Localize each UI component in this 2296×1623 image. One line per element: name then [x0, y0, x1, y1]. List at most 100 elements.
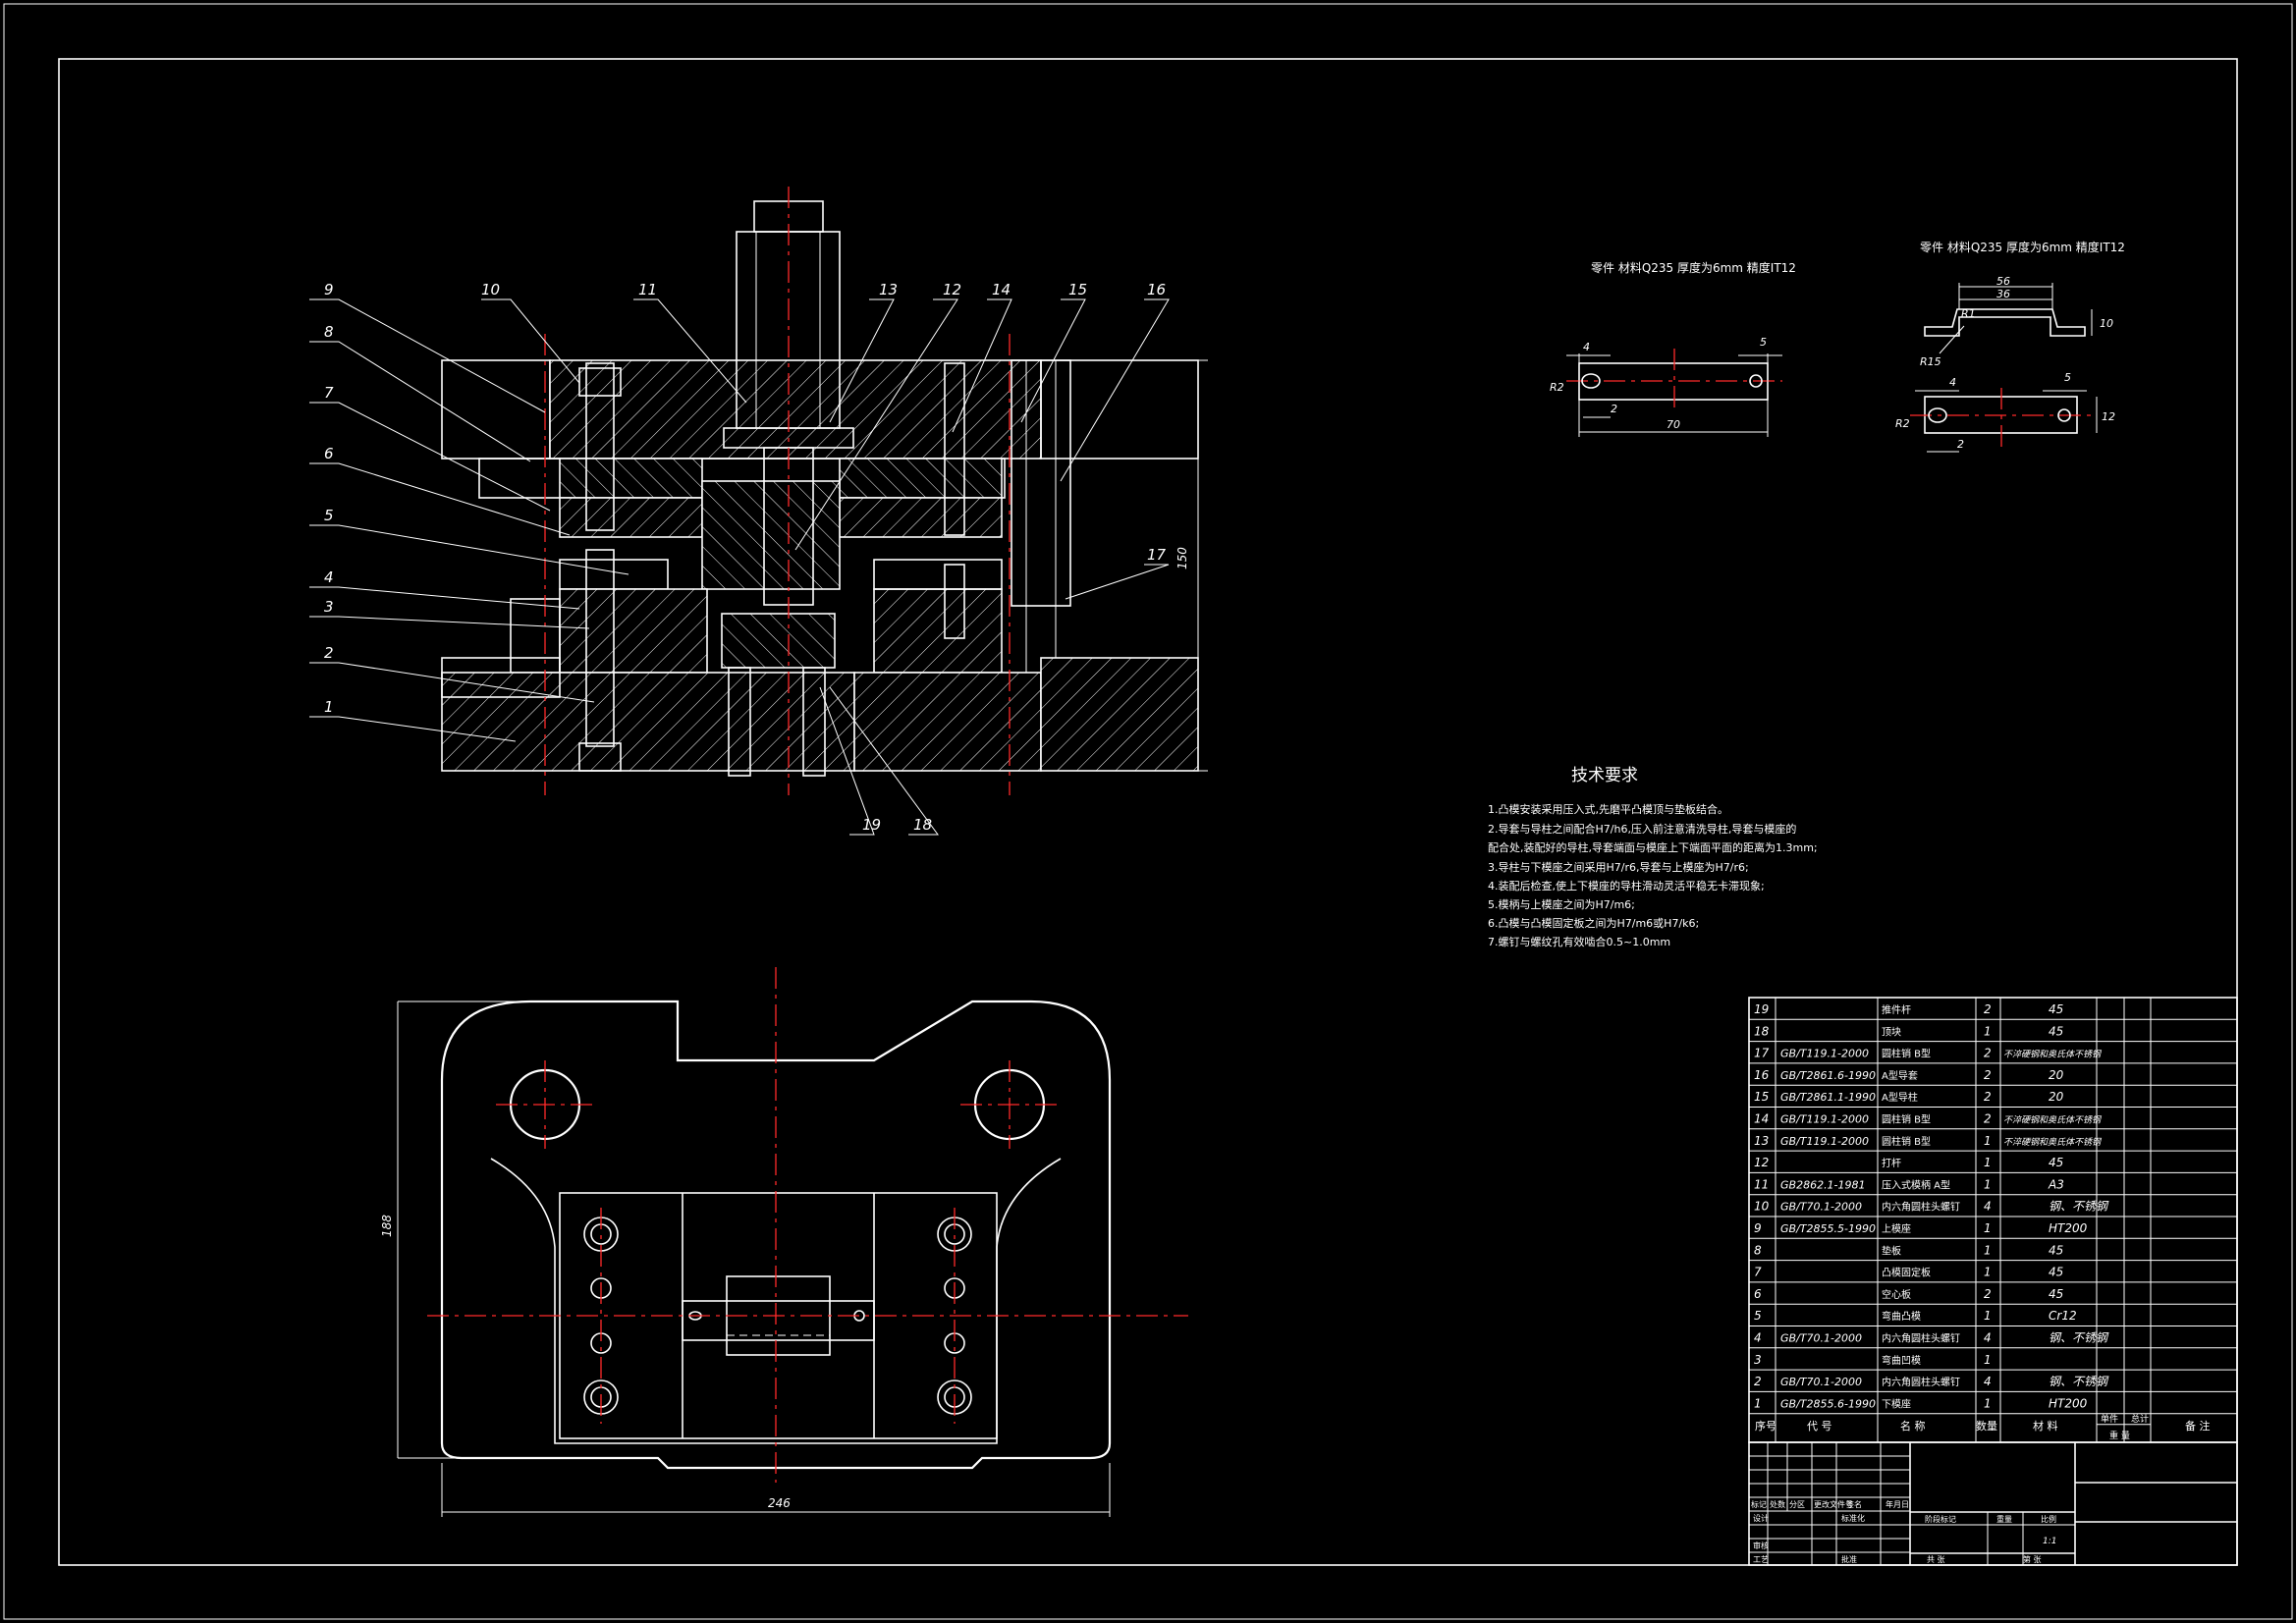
- bom-h-w1: 单件: [2101, 1413, 2118, 1425]
- bom-cell-qty: 1: [1984, 1396, 1992, 1410]
- bom-cell-mat: 20: [2049, 1068, 2064, 1082]
- bom-cell-qty: 1: [1984, 1156, 1992, 1169]
- bom-cell-mat: HT200: [2049, 1396, 2088, 1410]
- screw-head-ul: [578, 367, 622, 397]
- bom-h-mat: 材 料: [2033, 1419, 2058, 1433]
- bom-cell-code: GB/T2855.6-1990: [1780, 1397, 1876, 1410]
- part1-dim-4: 4: [1583, 341, 1590, 353]
- part1-caption: 零件 材料Q235 厚度为6mm 精度IT12: [1591, 260, 1796, 275]
- bom-cell-code: GB2862.1-1981: [1780, 1178, 1866, 1191]
- bom-cell-mat: HT200: [2049, 1221, 2088, 1235]
- balloon-13: 13: [879, 281, 898, 298]
- tb-doc: 更改文件号: [1814, 1499, 1853, 1509]
- bom-cell-name: 凸模固定板: [1882, 1267, 1931, 1279]
- tech-item-7: 6.凸模与凸模固定板之间为H7/m6或H7/k6;: [1488, 916, 1699, 930]
- bom-cell-name: A型导柱: [1882, 1091, 1918, 1104]
- tech-item-8: 7.螺钉与螺纹孔有效啮合0.5~1.0mm: [1488, 935, 1670, 948]
- die-right: [873, 588, 1003, 674]
- guide-bush: [1011, 359, 1071, 607]
- bom-cell-qty: 1: [1984, 1243, 1992, 1257]
- balloon-14: 14: [992, 281, 1011, 298]
- bom-h-code: 代 号: [1807, 1420, 1832, 1433]
- bom-cell-mat: 钢、不锈钢: [2049, 1331, 2109, 1345]
- tb-designer: 设计: [1753, 1513, 1769, 1523]
- pin-right-upper: [944, 362, 965, 536]
- part1-view: 零件 材料Q235 厚度为6mm 精度IT12 4 5 R2 2 70: [1550, 260, 1796, 437]
- bom-cell-code: GB/T2861.1-1990: [1780, 1091, 1876, 1104]
- balloon-18: 18: [913, 816, 932, 834]
- plan-outline: [440, 1000, 1112, 1470]
- tb-check: 审核: [1753, 1541, 1769, 1550]
- bom-cell-qty: 1: [1984, 1024, 1992, 1038]
- bom-cell-name: 弯曲凸模: [1882, 1310, 1921, 1323]
- bom-cell-name: 压入式模柄 A型: [1882, 1178, 1950, 1191]
- backing-plate-hatch-r: [839, 458, 1003, 499]
- bom-cell-mat: 20: [2049, 1090, 2064, 1104]
- bom-cell-mat: 45: [2049, 1024, 2063, 1038]
- tb-weight: 重量: [1996, 1514, 2012, 1524]
- bom-cell-name: 内六角圆柱头螺钉: [1882, 1201, 1960, 1214]
- bom-cell-no: 7: [1754, 1266, 1762, 1279]
- bom-cell-name: A型导套: [1882, 1069, 1918, 1082]
- tb-date: 年月日: [1886, 1499, 1909, 1509]
- part1-dim-70: 70: [1667, 418, 1680, 431]
- bom-cell-name: 推件杆: [1882, 1003, 1911, 1016]
- part1-dim-r2: R2: [1550, 381, 1564, 394]
- tb-std: 标准化: [1841, 1513, 1865, 1523]
- bom-cell-name: 上模座: [1882, 1222, 1911, 1235]
- part2-dim-12: 12: [2102, 410, 2115, 423]
- bom-cell-qty: 1: [1984, 1221, 1992, 1235]
- tb-sheet: 第 张: [2023, 1554, 2042, 1564]
- screw-upper-left: [585, 362, 615, 531]
- bom-cell-no: 11: [1754, 1177, 1769, 1191]
- bom-cell-no: 8: [1754, 1243, 1762, 1257]
- outer-border: [3, 3, 2293, 1620]
- bom-cell-no: 19: [1754, 1002, 1769, 1016]
- bom-cell-qty: 2: [1984, 1090, 1992, 1104]
- bom-cell-no: 18: [1754, 1024, 1770, 1038]
- balloon-16: 16: [1147, 281, 1166, 298]
- bom-cell-name: 弯曲凹模: [1882, 1354, 1921, 1367]
- bom-cell-mat: 不淬硬钢和奥氏体不锈钢: [2003, 1115, 2103, 1126]
- balloon-19: 19: [862, 816, 881, 834]
- punch-outline: [682, 1300, 875, 1341]
- part2-caption: 零件 材料Q235 厚度为6mm 精度IT12: [1920, 240, 2125, 254]
- bom-cell-name: 顶块: [1882, 1026, 1901, 1038]
- technical-requirements: 技术要求 1.凸模安装采用压入式,先磨平凸模顶与垫板结合。 2.导套与导柱之间配…: [1488, 766, 1818, 948]
- bom-h-w2: 总计: [2131, 1413, 2149, 1425]
- bom-cell-no: 3: [1754, 1353, 1762, 1367]
- ejector-pin-right: [802, 667, 826, 777]
- bom-cell-mat: 45: [2049, 1156, 2063, 1169]
- part2-dim-4: 4: [1949, 376, 1956, 389]
- punch: [701, 480, 841, 590]
- part2-dim-36: 36: [1996, 288, 2010, 300]
- part2-dim-2: 2: [1957, 438, 1964, 451]
- bom-cell-mat: 不淬硬钢和奥氏体不锈钢: [2003, 1050, 2103, 1060]
- tb-zone: 分区: [1789, 1500, 1805, 1509]
- balloon-10: 10: [481, 281, 500, 298]
- balloon-12: 12: [943, 281, 961, 298]
- bom-cell-no: 1: [1754, 1396, 1762, 1410]
- balloon-8: 8: [324, 323, 334, 341]
- bom-cell-code: GB/T119.1-2000: [1780, 1113, 1869, 1126]
- screw-lower-left: [585, 549, 615, 747]
- bom-cell-name: 内六角圆柱头螺钉: [1882, 1332, 1960, 1345]
- part2-dim-56: 56: [1996, 275, 2010, 288]
- bom-h-name: 名 称: [1900, 1419, 1926, 1433]
- tb-scale: 比例: [2041, 1514, 2056, 1524]
- balloon-15: 15: [1068, 281, 1087, 298]
- bom-h-weight: 重 量: [2109, 1430, 2130, 1441]
- part1-dim-2: 2: [1611, 403, 1617, 415]
- screw-head-ll: [578, 742, 622, 772]
- part2-profile: [1924, 308, 2086, 337]
- bom-cell-code: GB/T119.1-2000: [1780, 1135, 1869, 1148]
- balloon-9: 9: [324, 281, 334, 298]
- part2-view: 零件 材料Q235 厚度为6mm 精度IT12 56 36 R1 R15 10 …: [1895, 240, 2125, 453]
- tb-scale-value: 1:1: [2043, 1537, 2056, 1546]
